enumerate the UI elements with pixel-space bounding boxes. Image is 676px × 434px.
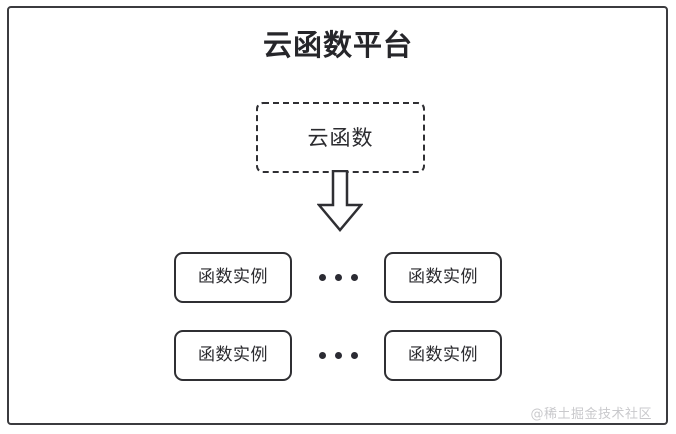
- function-instance-box: 函数实例: [384, 329, 502, 381]
- watermark: @稀土掘金技术社区: [530, 407, 652, 422]
- function-instance-box: 函数实例: [174, 251, 292, 303]
- function-instance-label: 函数实例: [408, 345, 478, 365]
- ellipsis-icon: [292, 330, 384, 381]
- function-instance-box: 函数实例: [384, 251, 502, 303]
- ellipsis-icon: [292, 252, 384, 303]
- function-instance-box: 函数实例: [174, 329, 292, 381]
- ellipsis-dot: [350, 351, 358, 359]
- cloud-function-label: 云函数: [307, 125, 374, 150]
- ellipsis-dot: [318, 351, 326, 359]
- down-arrow-icon: [316, 169, 364, 232]
- function-instance-label: 函数实例: [198, 267, 268, 287]
- ellipsis-dot: [350, 273, 358, 281]
- instance-row: 函数实例 函数实例: [0, 251, 676, 303]
- cloud-function-node: 云函数: [256, 102, 425, 173]
- ellipsis-dot: [334, 273, 342, 281]
- page-title: 云函数平台: [262, 28, 413, 62]
- instance-row: 函数实例 函数实例: [0, 329, 676, 381]
- ellipsis-dot: [334, 351, 342, 359]
- ellipsis-dot: [318, 273, 326, 281]
- function-instance-label: 函数实例: [198, 345, 268, 365]
- function-instance-label: 函数实例: [408, 267, 478, 287]
